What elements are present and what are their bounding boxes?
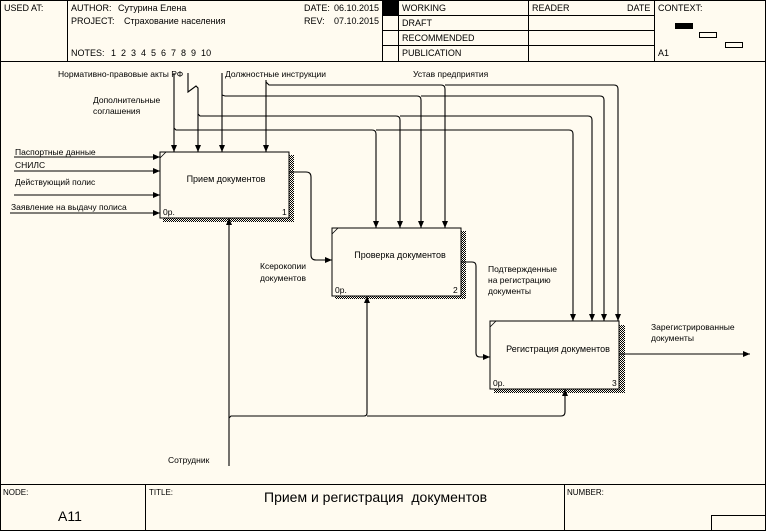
activity-box-2[interactable] <box>331 227 462 297</box>
reader-label: READER <box>532 3 570 13</box>
rev-value: 07.10.2015 <box>334 16 380 26</box>
label-passport: Паспортные данные <box>15 147 96 157</box>
box-2-number: 2 <box>453 285 458 295</box>
status-working: WORKING <box>402 3 446 13</box>
divider <box>382 15 654 16</box>
box-3-title: Регистрация документов <box>506 344 610 354</box>
label-regulations: Нормативно-правовые акты РФ <box>58 69 183 79</box>
header-divider <box>0 61 766 62</box>
notes-value: 1 2 3 4 5 6 7 8 9 10 <box>111 48 212 58</box>
date-label: DATE: <box>304 3 330 13</box>
status-publication: PUBLICATION <box>402 48 462 58</box>
box-2-title: Проверка документов <box>354 250 446 260</box>
label-confirmed-line3: документы <box>488 286 531 296</box>
label-policy: Действующий полис <box>15 177 96 187</box>
divider <box>382 45 654 46</box>
author-label: AUTHOR: <box>71 3 112 13</box>
label-charter: Устав предприятия <box>413 69 489 79</box>
label-application: Заявление на выдачу полиса <box>11 202 127 212</box>
box-3-number: 3 <box>612 378 617 388</box>
arrow-copies[interactable] <box>289 171 332 263</box>
label-confirmed-line1: Подтвержденные <box>488 264 557 274</box>
notes-label: NOTES: <box>71 48 105 58</box>
divider <box>564 484 565 531</box>
label-agreements-line2: соглашения <box>93 106 141 116</box>
diagram-title: Прием и регистрация документов <box>264 489 488 505</box>
divider <box>382 30 654 31</box>
context-node: A1 <box>658 48 670 58</box>
box-1-number: 1 <box>282 207 287 217</box>
box-1-title: Прием документов <box>187 174 266 184</box>
label-copies-line2: документов <box>260 273 306 283</box>
label-confirmed-line2: на регистрацию <box>488 275 551 285</box>
label-copies-line1: Ксерокопии <box>260 261 306 271</box>
context-box-2 <box>699 32 717 38</box>
node-value: A11 <box>58 508 82 524</box>
title-label: TITLE: <box>149 488 174 497</box>
mechanism-arrow-employee[interactable] <box>226 218 568 466</box>
divider <box>145 484 146 531</box>
label-registered-line2: документы <box>651 333 694 343</box>
activity-box-1[interactable] <box>159 151 290 219</box>
number-label: NUMBER: <box>567 488 604 497</box>
box-2-cost: 0р. <box>335 285 347 295</box>
node-label: NODE: <box>3 488 29 497</box>
author-value: Сутурина Елена <box>118 3 187 13</box>
activity-box-3[interactable] <box>489 320 620 390</box>
footer-divider <box>0 484 766 485</box>
control-arrow-regulations[interactable] <box>171 73 576 321</box>
page-corner-box <box>711 515 766 531</box>
context-box-1 <box>675 23 693 29</box>
label-snils: СНИЛС <box>15 160 45 170</box>
date-value: 06.10.2015 <box>334 3 380 13</box>
divider <box>67 0 68 61</box>
project-label: PROJECT: <box>71 16 115 26</box>
label-employee: Сотрудник <box>168 455 210 465</box>
label-agreements-line1: Дополнительные <box>93 95 161 105</box>
status-draft: DRAFT <box>402 18 432 28</box>
rev-label: REV: <box>304 16 325 26</box>
status-working-marker <box>383 0 398 15</box>
reader-date-label: DATE <box>627 3 651 13</box>
context-label: CONTEXT: <box>658 3 703 13</box>
control-arrow-agreements[interactable] <box>187 73 595 321</box>
divider <box>654 0 655 61</box>
arrow-confirmed[interactable] <box>461 261 490 360</box>
control-arrow-instructions[interactable] <box>219 73 607 321</box>
box-3-cost: 0р. <box>493 378 505 388</box>
label-registered-line1: Зарегистрированные <box>651 322 735 332</box>
used-at-label: USED AT: <box>4 3 44 13</box>
context-box-3 <box>725 42 743 48</box>
project-value: Страхование населения <box>124 16 226 26</box>
status-recommended: RECOMMENDED <box>402 33 475 43</box>
box-1-cost: 0р. <box>163 207 175 217</box>
control-arrow-charter[interactable] <box>263 80 621 321</box>
label-instructions: Должностные инструкции <box>225 69 326 79</box>
